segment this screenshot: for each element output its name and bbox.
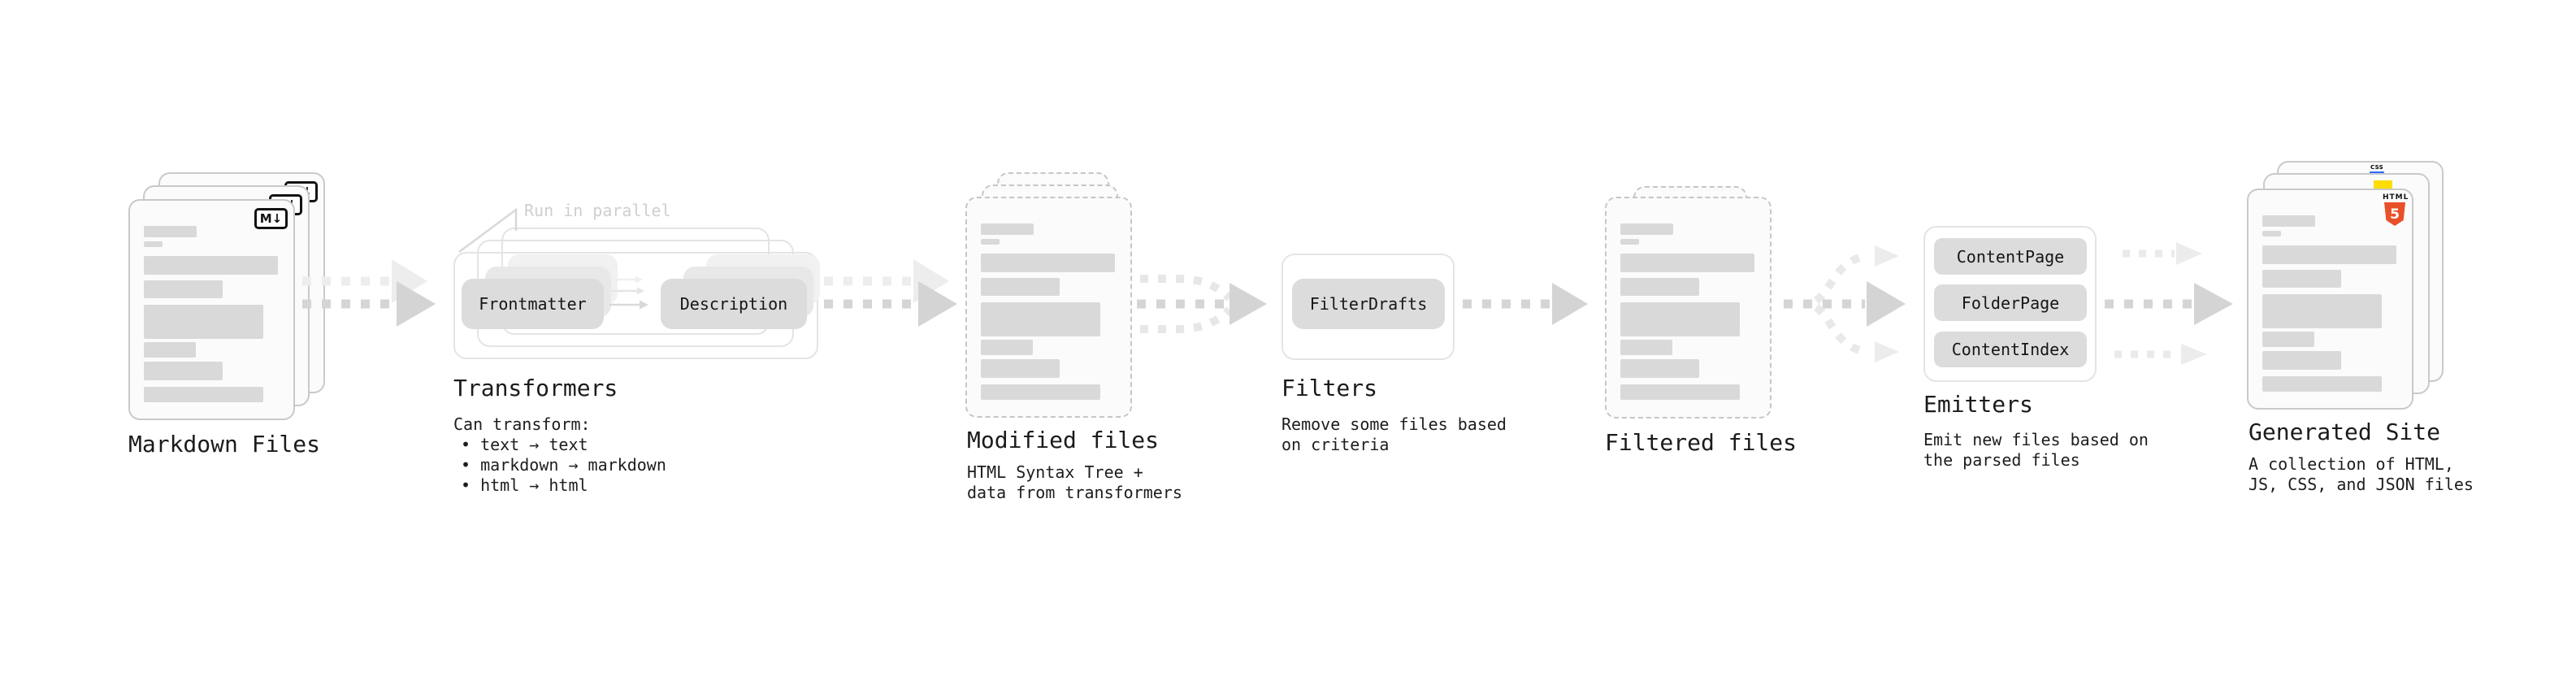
placeholder-line [144,280,223,298]
run-in-parallel-label: Run in parallel [524,201,671,220]
bullet-item: • text → text [461,435,588,454]
placeholder-line [2262,215,2315,227]
flow-arrow-icon [1463,283,1588,325]
placeholder-line [981,359,1060,378]
split-arrow-icon [1784,245,1906,362]
filtered-file-card-front [1605,197,1772,419]
placeholder-line [1620,340,1672,355]
frontmatter-node: Frontmatter [462,279,604,329]
bullet-item: • markdown → markdown [461,455,666,475]
flow-arrow-icon [302,259,436,327]
placeholder-line [1620,254,1754,272]
placeholder-line [144,305,263,339]
stage-title-generated-site: Generated Site [2249,419,2441,445]
filterdrafts-node: FilterDrafts [1292,279,1445,329]
generated-site-caption: A collection of HTML, JS, CSS, and JSON … [2249,454,2474,494]
markdown-icon: M↓ [254,208,288,229]
bullet-item: • html → html [461,475,588,495]
merge-arrow-icon [1137,275,1267,333]
placeholder-line [1620,239,1639,245]
placeholder-line [2262,376,2382,392]
contentindex-node: ContentIndex [1934,332,2087,367]
stage-title-emitters: Emitters [1923,391,2033,418]
stage-title-modified-files: Modified files [967,427,1160,453]
transform-step-arrows-icon [609,275,648,310]
transformers-caption-bullets: • text → text • markdown → markdown • ht… [461,435,666,496]
modified-files-caption: HTML Syntax Tree + data from transformer… [967,462,1182,502]
flow-arrow-icon [824,259,957,327]
generated-file-card-front: HTML 5 [2247,189,2413,410]
modified-file-card-front [965,197,1132,418]
placeholder-line [981,340,1033,355]
annotation-leader-line [458,207,518,254]
placeholder-line [981,302,1100,336]
placeholder-line [981,278,1060,296]
filters-caption: Remove some files based on criteria [1281,414,1507,454]
placeholder-line [1620,384,1740,400]
placeholder-line [981,384,1100,400]
placeholder-line [2262,270,2341,288]
placeholder-line [981,239,1000,245]
placeholder-line [1620,223,1673,235]
markdown-file-card-front: M↓ [128,199,295,420]
placeholder-line [144,241,163,247]
html5-icon: HTML 5 [2383,193,2408,226]
placeholder-line [144,226,197,237]
placeholder-line [2262,351,2341,370]
placeholder-line [2262,231,2281,236]
description-node: Description [661,279,807,329]
emitters-caption: Emit new files based on the parsed files [1923,430,2149,470]
placeholder-line [144,387,263,402]
placeholder-line [2262,245,2396,264]
stage-title-filtered-files: Filtered files [1605,429,1798,456]
stage-title-filters: Filters [1281,375,1378,401]
placeholder-line [1620,278,1699,296]
contentpage-node: ContentPage [1934,238,2087,275]
javascript-icon [2374,180,2392,190]
placeholder-line [144,362,223,380]
stage-title-markdown-files: Markdown Files [128,431,321,458]
placeholder-line [1620,359,1699,378]
placeholder-line [144,256,278,275]
transformer-run-box-front [453,252,818,359]
placeholder-line [1620,302,1740,336]
triple-flow-arrow-icon [2105,242,2233,365]
placeholder-line [981,223,1034,235]
placeholder-line [981,254,1115,272]
folderpage-node: FolderPage [1934,284,2087,321]
placeholder-line [2262,294,2382,328]
placeholder-line [144,342,196,358]
stage-title-transformers: Transformers [453,375,618,401]
placeholder-line [2262,332,2314,347]
transformers-caption-heading: Can transform: [453,414,591,434]
